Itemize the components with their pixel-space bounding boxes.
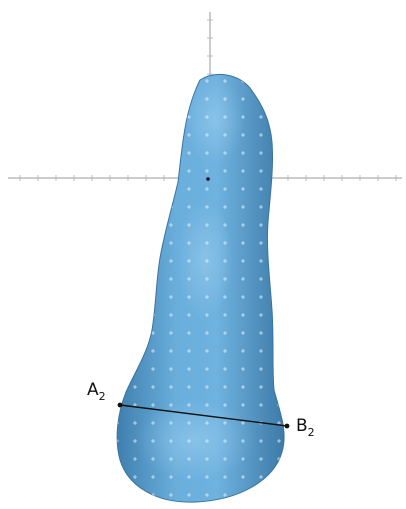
- center-marker: [206, 177, 210, 181]
- measure-line-a2-b2: [119, 404, 288, 427]
- label-b2: B2: [296, 416, 315, 439]
- point-a2-marker: [117, 402, 123, 408]
- point-b2-marker: [284, 423, 290, 429]
- label-a2: A2: [87, 380, 106, 403]
- measurement: [117, 402, 290, 429]
- crosshair-axes: [8, 12, 402, 179]
